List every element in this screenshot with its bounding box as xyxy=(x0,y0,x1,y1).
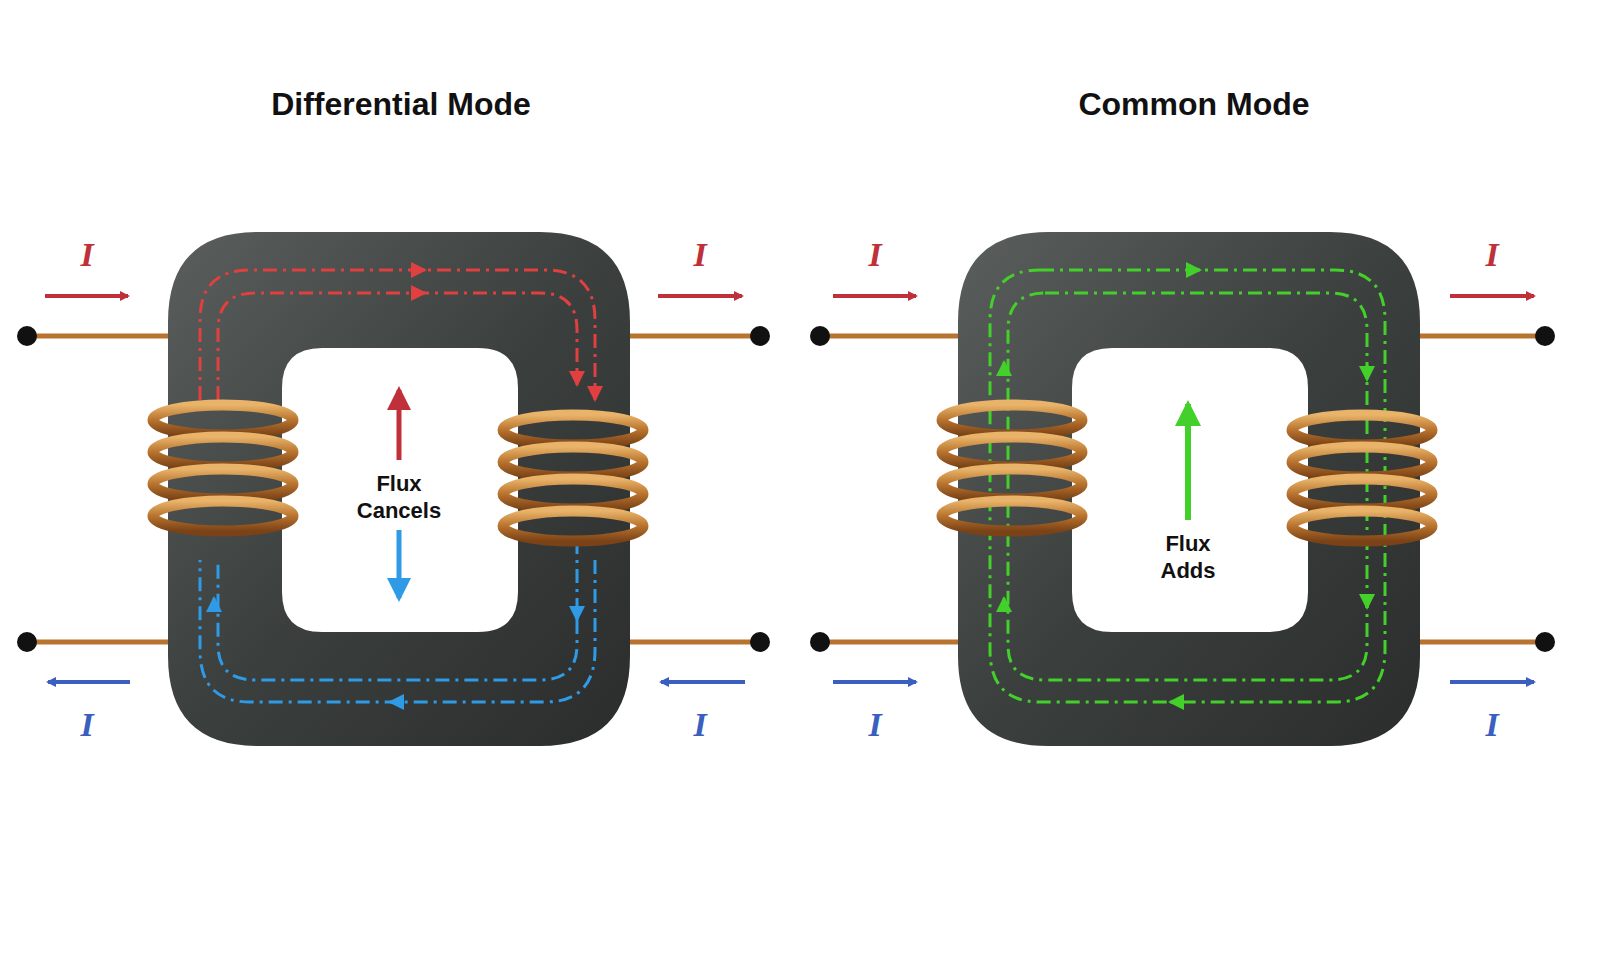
winding-coils xyxy=(942,405,1432,541)
panel-heading: Differential Mode xyxy=(101,84,701,124)
ferrite-core xyxy=(168,232,630,746)
wires-left xyxy=(17,326,770,652)
current-symbol: I xyxy=(680,704,720,747)
panel-heading: Common Mode xyxy=(894,84,1494,124)
current-symbol: I xyxy=(1472,234,1512,277)
flux-note: Flux Cancels xyxy=(344,470,454,525)
current-symbol: I xyxy=(67,704,107,747)
flux-note: Flux Adds xyxy=(1143,530,1233,585)
flux-direction-arrow xyxy=(1185,404,1191,520)
current-symbol: I xyxy=(855,234,895,277)
current-symbol: I xyxy=(1472,704,1512,747)
ferrite-core xyxy=(958,232,1420,746)
current-arrows-right xyxy=(833,296,1534,682)
current-symbol: I xyxy=(855,704,895,747)
current-symbol: I xyxy=(680,234,720,277)
current-arrows-left xyxy=(45,296,745,682)
current-symbol: I xyxy=(67,234,107,277)
wires-right xyxy=(810,326,1555,652)
